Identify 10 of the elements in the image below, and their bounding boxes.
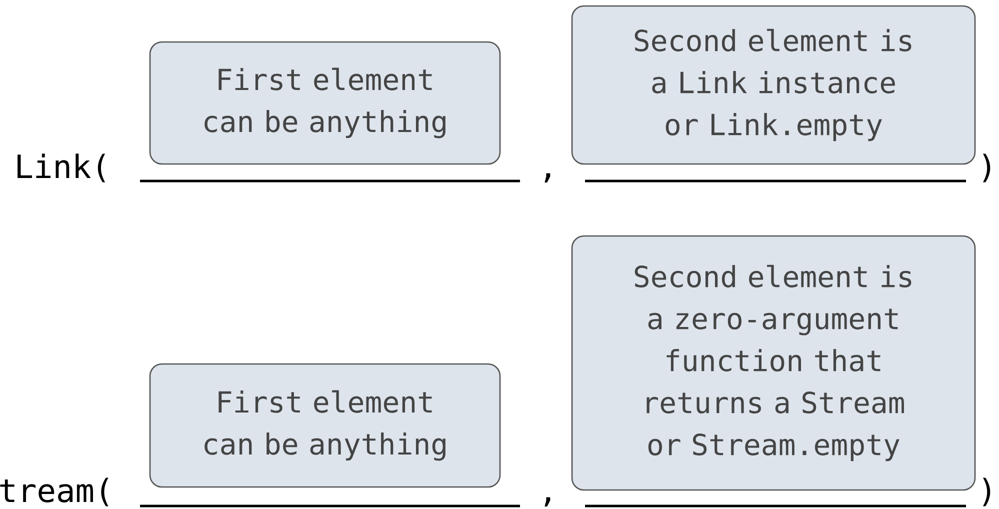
code-text: tream( (0, 478, 108, 506)
note-box: First element can be anything (149, 363, 501, 488)
code-text: ) (982, 478, 990, 506)
code-text: , (544, 497, 550, 506)
note-box: Second element is a zero-argument function that returns a Stream or Stream.empty (571, 235, 976, 491)
code-text: , (544, 173, 550, 182)
code-text: Link( (18, 154, 106, 182)
note-box: Second element is a Link instance or Link.empty (571, 5, 976, 165)
code-text: ) (982, 154, 990, 182)
note-box: First element can be anything (149, 41, 501, 165)
